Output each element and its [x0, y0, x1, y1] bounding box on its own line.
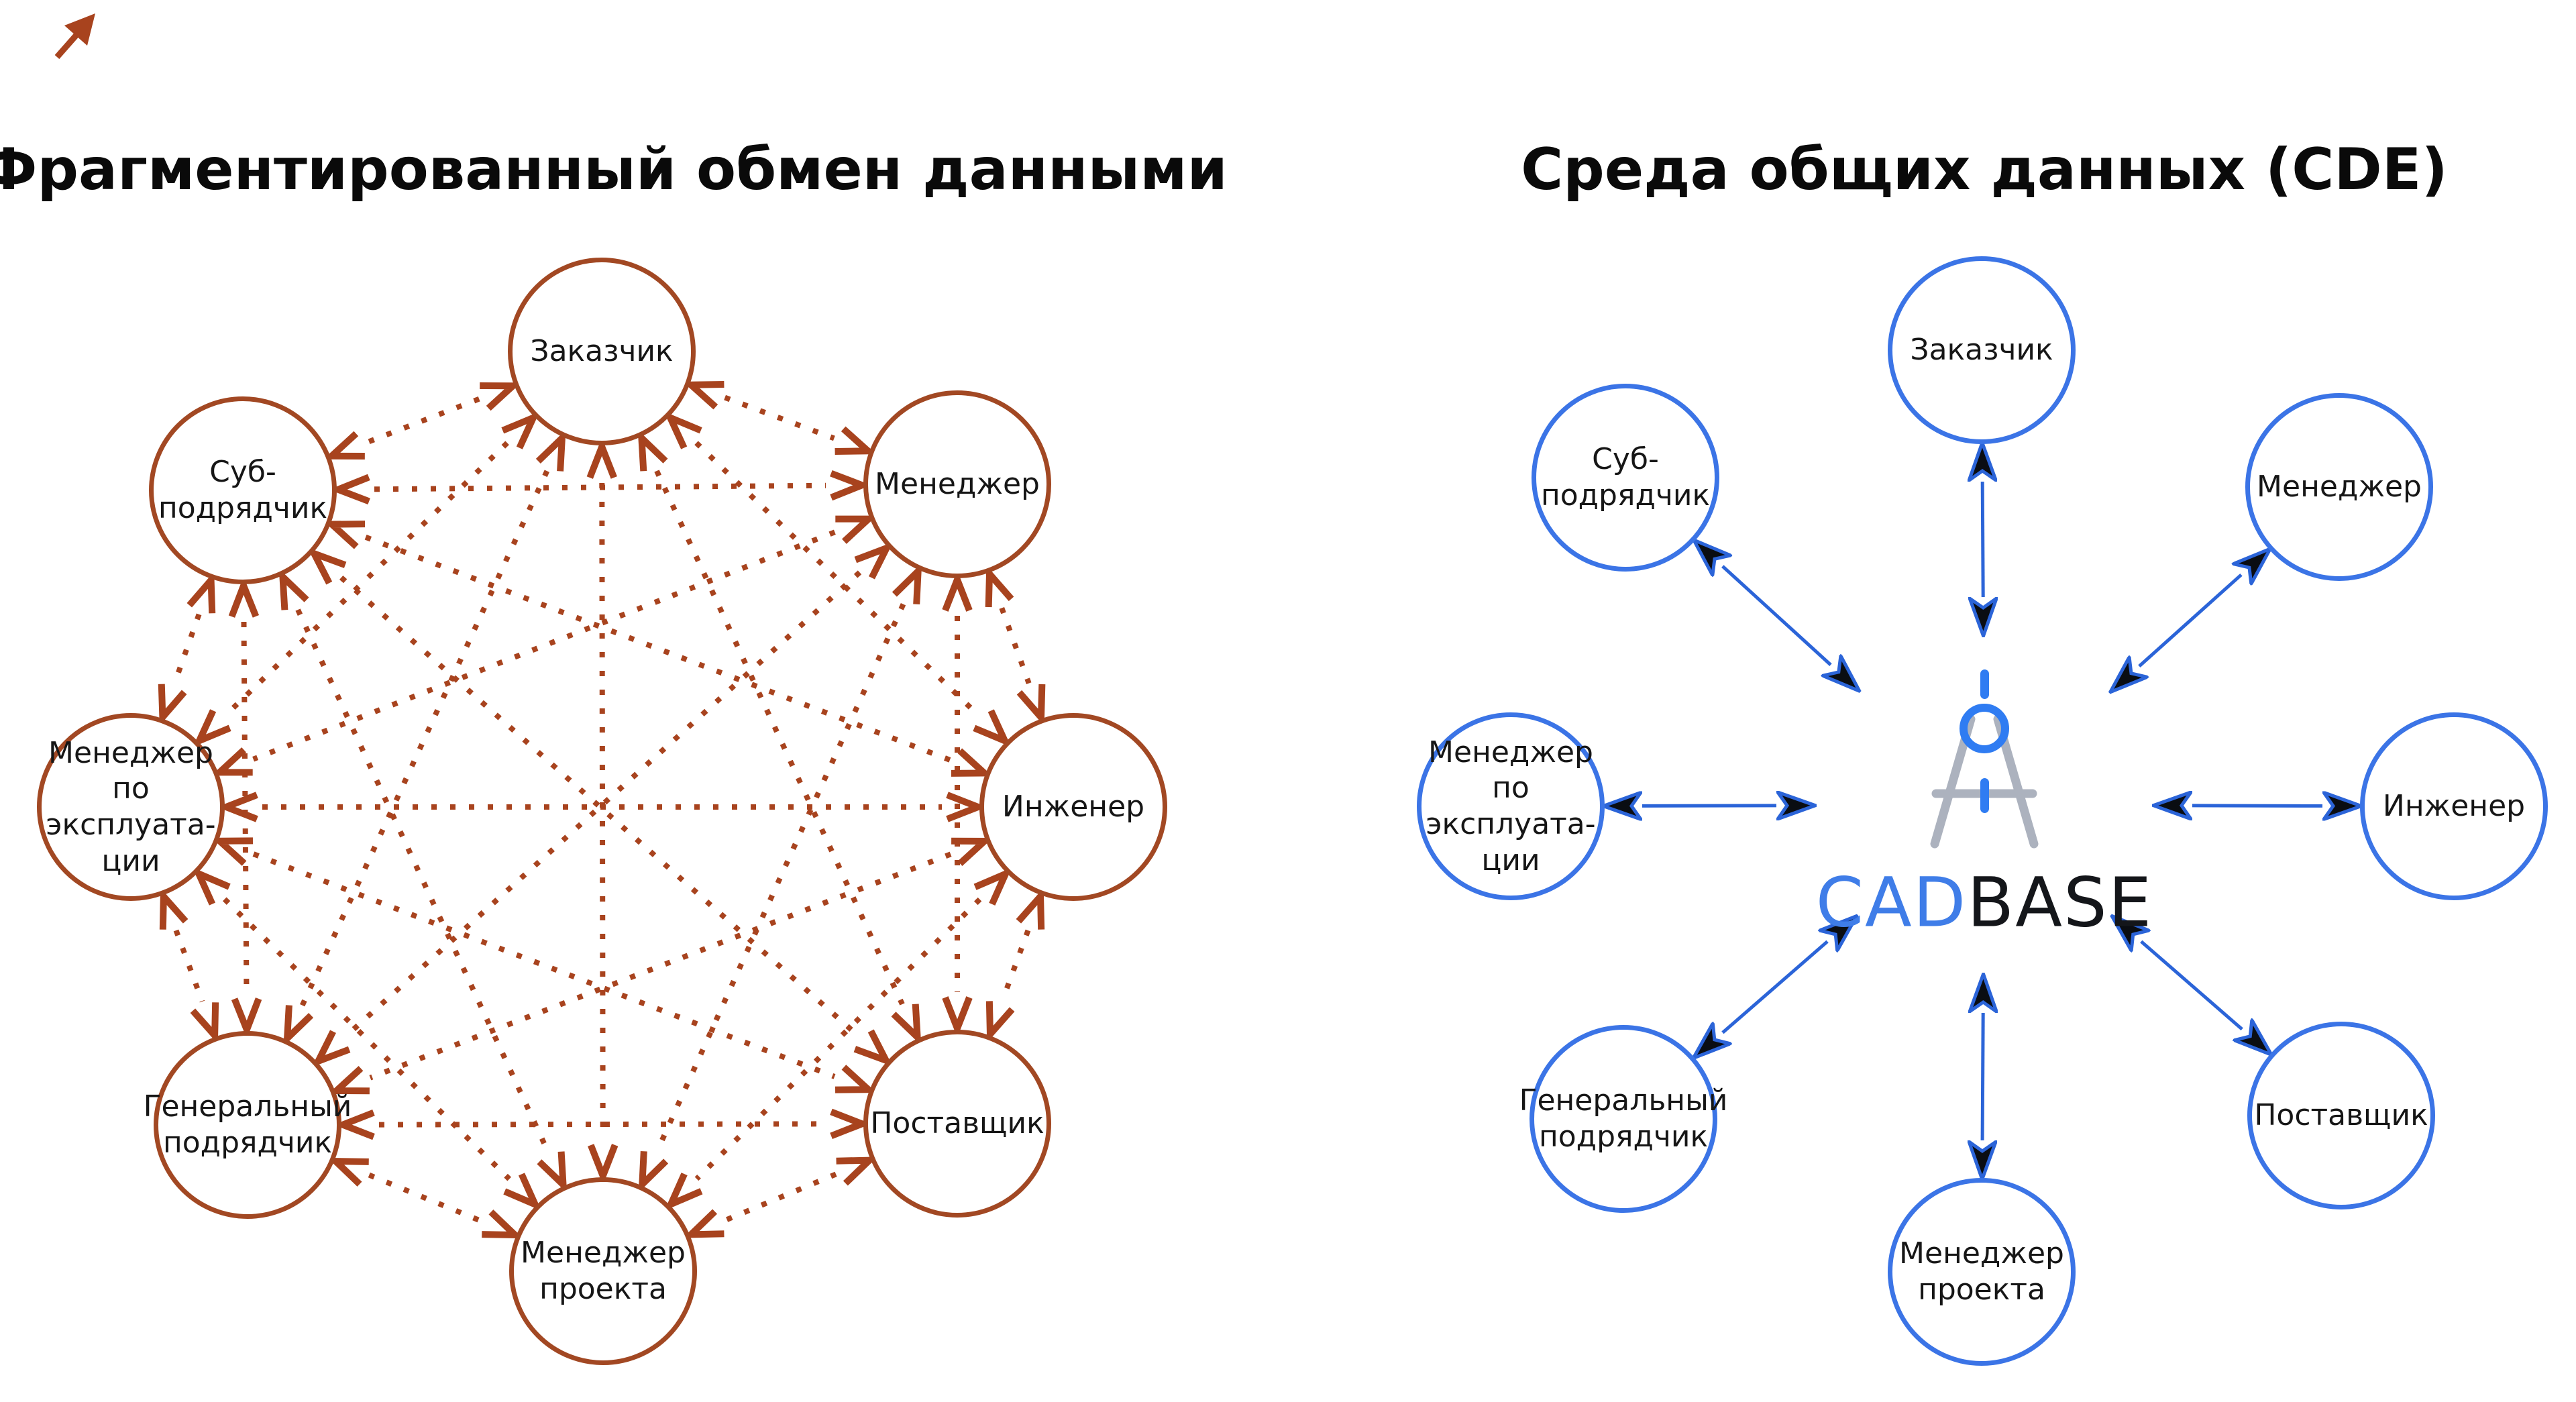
node-left-general-contractor: Генеральный подрядчик — [144, 1031, 352, 1219]
edge-subcontractor-operations-manager — [174, 614, 199, 683]
node-label: Менеджер по эксплуата- ции — [1426, 735, 1596, 877]
edge-supplier-project-manager — [724, 1174, 836, 1220]
node-label: Заказчик — [530, 334, 674, 369]
node-label: Менеджер — [2257, 470, 2422, 504]
edge-manager-project-manager — [657, 604, 904, 1152]
node-right-general-contractor: Генеральный подрядчик — [1519, 1025, 1727, 1213]
edge-customer-subcontractor — [366, 399, 479, 443]
node-label: Поставщик — [2254, 1098, 2428, 1133]
node-label: Менеджер — [875, 467, 1040, 502]
node-label: Заказчик — [1910, 333, 2053, 368]
node-left-supplier: Поставщик — [863, 1030, 1051, 1218]
node-label: Инженер — [1002, 790, 1145, 824]
node-left-engineer: Инженер — [979, 713, 1167, 901]
link-cde-manager — [2139, 575, 2241, 666]
node-right-subcontractor: Суб- подрядчик — [1532, 384, 1719, 572]
left-diagram-title: Фрагментированный обмен данными — [0, 136, 1228, 203]
node-label: Инженер — [2382, 789, 2526, 824]
edge-manager-engineer — [1002, 608, 1028, 683]
link-cde-project-manager — [1982, 1013, 1983, 1140]
node-label: Суб- подрядчик — [1540, 442, 1711, 513]
node-left-customer: Заказчик — [508, 258, 696, 445]
node-left-manager: Менеджер — [863, 390, 1051, 578]
cadbase-compass-icon — [1930, 669, 2039, 849]
node-label: Генеральный подрядчик — [143, 1089, 352, 1160]
edge-subcontractor-general-contractor — [244, 622, 247, 993]
node-right-supplier: Поставщик — [2247, 1022, 2435, 1209]
edge-subcontractor-project-manager — [298, 610, 548, 1152]
cadbase-logo-text: CADBASE — [1816, 863, 2153, 943]
link-cde-supplier — [2141, 942, 2242, 1030]
edge-subcontractor-engineer — [366, 537, 951, 760]
node-label: Менеджер проекта — [521, 1236, 686, 1306]
node-left-project-manager: Менеджер проекта — [509, 1177, 697, 1365]
node-label: Генеральный подрядчик — [1519, 1083, 1728, 1154]
node-label: Менеджер проекта — [1899, 1236, 2064, 1307]
edge-manager-operations-manager — [254, 532, 835, 759]
link-cde-general-contractor — [1723, 942, 1827, 1033]
edge-customer-manager — [725, 398, 835, 439]
corner-arrow-icon — [54, 13, 95, 59]
brand-base: BASE — [1967, 863, 2153, 943]
node-label: Поставщик — [870, 1106, 1044, 1141]
node-label: Суб- подрядчик — [158, 455, 328, 525]
link-cde-customer — [1982, 482, 1983, 597]
left-diagram-edges — [174, 398, 1028, 1222]
node-right-manager: Менеджер — [2245, 393, 2433, 581]
node-left-operations-manager: Менеджер по эксплуата- ции — [37, 713, 225, 901]
edge-engineer-general-contractor — [370, 854, 951, 1077]
node-right-project-manager: Менеджер проекта — [1888, 1178, 2076, 1366]
edge-subcontractor-manager — [374, 486, 826, 490]
brand-cad: CAD — [1815, 863, 1968, 943]
node-right-engineer: Инженер — [2360, 712, 2548, 900]
node-label: Менеджер по эксплуата- ции — [46, 735, 216, 878]
link-cde-subcontractor — [1723, 566, 1831, 665]
node-right-operations-manager: Менеджер по эксплуата- ции — [1417, 712, 1605, 900]
edge-engineer-supplier — [1003, 930, 1028, 1000]
edge-customer-general-contractor — [303, 471, 547, 1006]
edge-general-contractor-project-manager — [369, 1175, 481, 1222]
node-right-customer: Заказчик — [1888, 256, 2076, 444]
edge-operations-manager-general-contractor — [176, 930, 203, 1002]
edge-operations-manager-supplier — [254, 854, 835, 1077]
right-diagram-edges — [1642, 482, 2322, 1140]
right-diagram-title: Среда общих данных (CDE) — [1521, 136, 2448, 203]
node-left-subcontractor: Суб- подрядчик — [149, 396, 337, 584]
